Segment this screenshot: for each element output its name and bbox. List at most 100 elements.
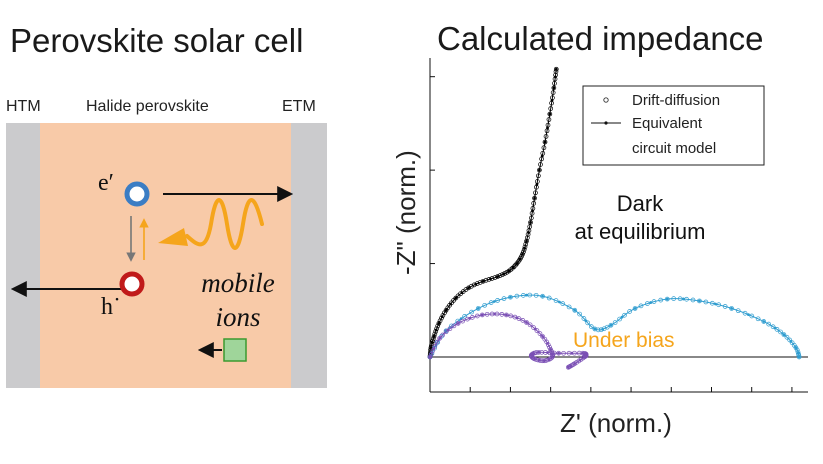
series-4-drift-marker	[427, 354, 433, 360]
series-3-model-point	[730, 307, 733, 310]
annotation-dark: Dark at equilibrium	[555, 190, 725, 246]
series-1-model-point	[533, 196, 536, 200]
hole-label: h˙	[101, 294, 121, 320]
series-1-model-point	[546, 126, 549, 130]
series-2-drift-marker	[469, 309, 474, 315]
series-2-drift-marker	[793, 345, 799, 351]
series-4-drift-marker	[437, 335, 443, 341]
series-5-model-point	[537, 358, 541, 362]
series-1-model-point	[481, 279, 485, 283]
series-5-model-point	[551, 352, 554, 356]
series-4-drift-marker	[451, 323, 457, 329]
series-3-model-point	[714, 302, 717, 306]
series-1-model-point	[527, 231, 530, 234]
series-5-model-point	[578, 358, 582, 362]
series-5-model-point	[532, 352, 535, 355]
annotation-dark-line2: at equilibrium	[574, 219, 706, 244]
series-5-model-point	[566, 365, 570, 369]
series-5-model-point	[438, 336, 442, 340]
series-5-model-point	[537, 350, 540, 354]
series-5-model-point	[525, 321, 528, 324]
mobile-ions-line2: ions	[215, 302, 261, 332]
series-5-model-point	[493, 312, 496, 316]
series-3-model-point	[665, 297, 669, 301]
mobile-ions-line1: mobile	[201, 268, 275, 298]
series-1-model-point	[537, 168, 541, 172]
legend-entry-drift-diffusion: Drift-diffusion	[632, 92, 721, 109]
series-2-drift-marker	[566, 304, 572, 310]
electron-icon	[124, 181, 150, 207]
series-5-model-point	[546, 341, 549, 345]
series-2-drift-marker	[482, 302, 488, 308]
series-2-drift-marker	[617, 316, 622, 322]
series-3-model-point	[797, 355, 801, 359]
series-2-drift-marker	[585, 320, 591, 326]
series-1-model-point	[553, 75, 557, 79]
series-4-drift-marker	[527, 322, 533, 328]
legend-entry-equivalent-line1: Equivalent	[632, 115, 703, 132]
series-0-drift-marker	[437, 318, 443, 324]
series-5-model-point	[456, 321, 460, 325]
series-1-model-point	[444, 308, 448, 312]
series-5-model-point	[570, 351, 574, 355]
series-4-drift-marker	[447, 326, 453, 332]
series-5-model-point	[505, 313, 508, 317]
series-0-drift-marker	[520, 251, 525, 257]
series-4-drift-marker	[524, 320, 529, 325]
series-0-drift-marker	[436, 321, 442, 326]
series-4-drift-marker	[531, 325, 536, 330]
etm-layer	[291, 123, 327, 388]
series-2-drift-marker	[749, 313, 755, 319]
right-panel-title: Calculated impedance	[437, 20, 764, 57]
series-2-drift-marker	[781, 332, 787, 337]
series-3-model-point	[649, 301, 653, 304]
legend-box	[582, 85, 765, 166]
series-2-drift-marker	[627, 309, 632, 314]
series-4-drift-marker	[455, 321, 461, 326]
series-1-model-point	[430, 340, 434, 344]
series-1-model-point	[535, 182, 539, 186]
series-2-drift-marker	[572, 307, 578, 313]
series-2-drift-marker	[475, 306, 481, 311]
series-4-drift-marker	[537, 331, 543, 336]
series-2-drift-marker	[462, 314, 467, 319]
series-1-model-point	[434, 328, 438, 332]
series-0-drift-marker	[477, 280, 483, 285]
ion-square-icon	[223, 338, 247, 362]
legend-entry-equivalent-line2: circuit model	[632, 140, 717, 157]
perovskite-label: Halide perovskite	[86, 98, 209, 115]
series-1-model-point	[554, 67, 558, 71]
series-1-model-point	[507, 269, 511, 273]
series-0-drift-marker	[469, 283, 474, 289]
electron-label: e′	[98, 170, 114, 196]
series-1-model-point	[440, 315, 444, 319]
series-4-drift-marker	[534, 328, 540, 333]
etm-label: ETM	[282, 98, 316, 115]
series-5-model-point	[569, 364, 573, 368]
series-4-drift-marker	[565, 364, 571, 370]
series-1-model-point	[454, 296, 458, 300]
series-5-model-line	[429, 313, 587, 368]
series-2-drift-marker	[784, 334, 790, 340]
series-4-drift-marker	[520, 318, 526, 323]
series-1-model-point	[460, 291, 464, 295]
series-3-model-point	[796, 351, 800, 355]
series-2-drift-marker	[588, 324, 594, 329]
series-1-model-point	[552, 86, 556, 90]
series-2-drift-marker	[729, 306, 734, 311]
series-1-model-point	[525, 239, 528, 243]
series-2-drift-marker	[560, 301, 566, 306]
series-1-model-point	[548, 112, 552, 116]
series-3-model-point	[681, 297, 685, 301]
series-2-drift-marker	[495, 298, 500, 303]
series-2-drift-marker	[645, 301, 650, 306]
series-2-drift-marker	[577, 311, 582, 317]
series-2-drift-marker	[638, 303, 644, 309]
series-1-model-point	[529, 221, 532, 224]
series-5-model-point	[542, 359, 546, 363]
series-1-model-point	[511, 266, 515, 269]
x-axis-label: Z' (norm.)	[560, 408, 672, 438]
series-2-drift-marker	[592, 326, 598, 332]
series-2-drift-marker	[553, 298, 559, 303]
